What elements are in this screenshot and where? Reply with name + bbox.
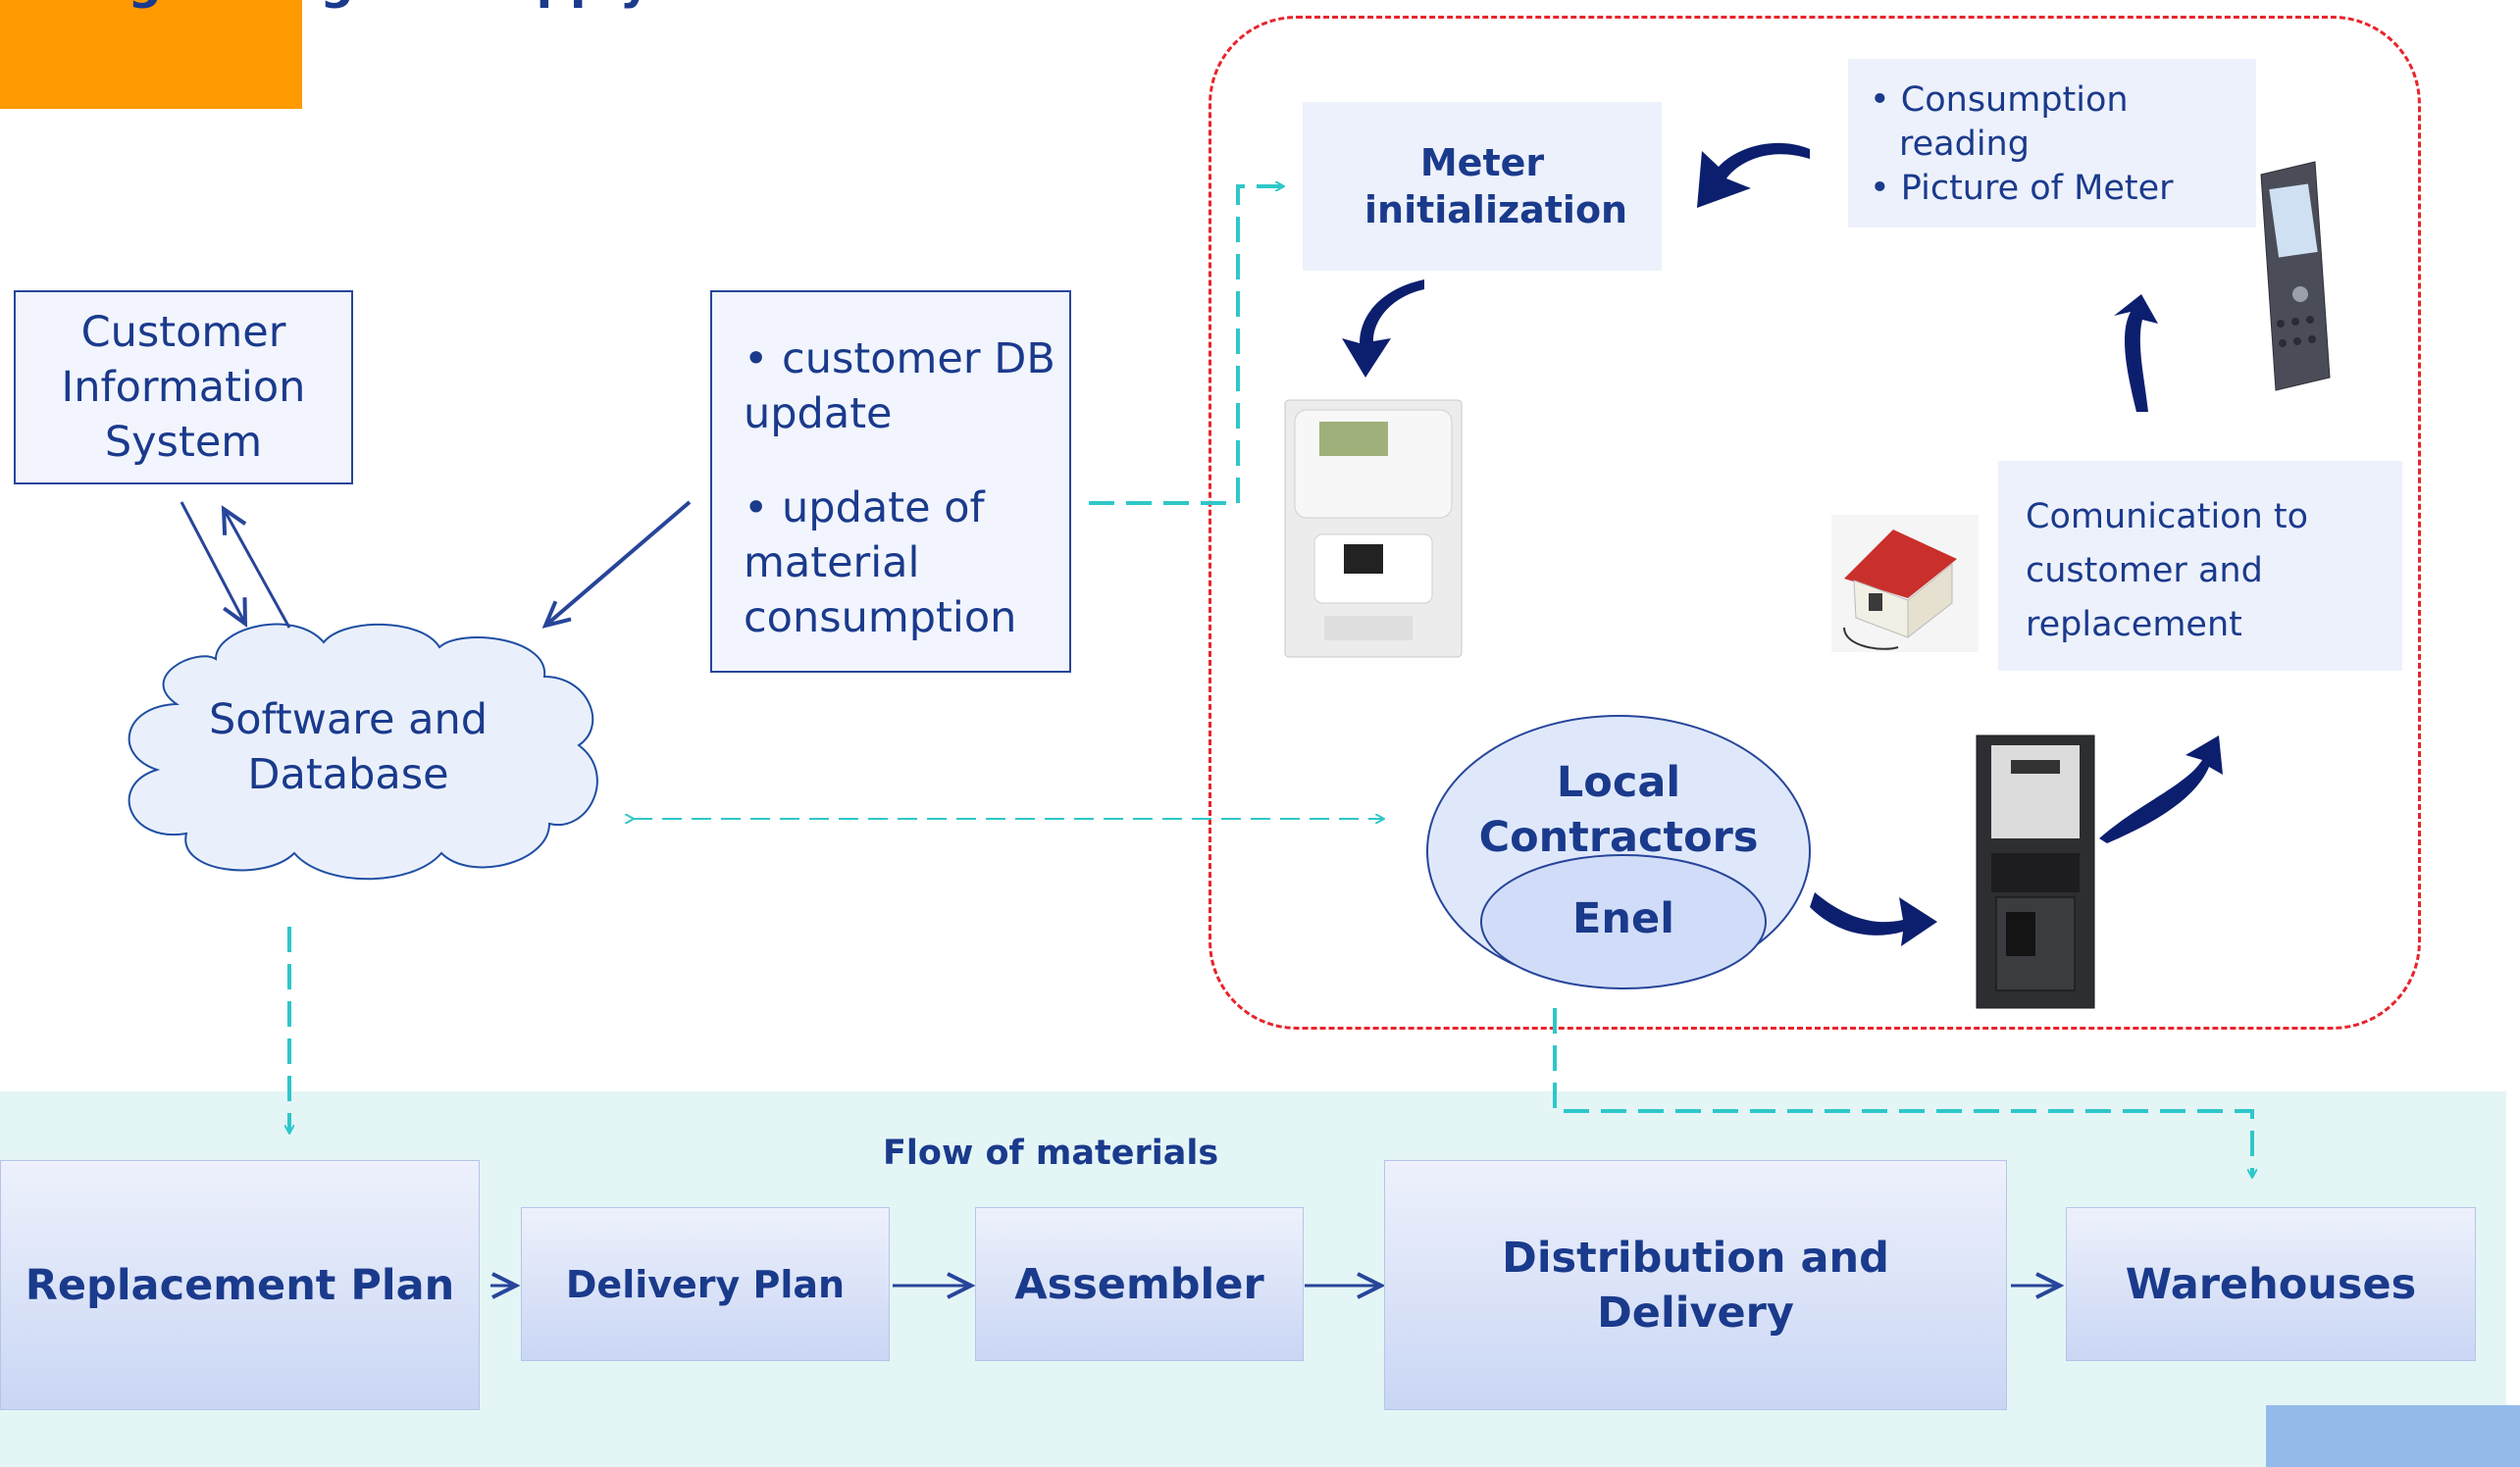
curved-arrow-icon: [2099, 735, 2223, 843]
customer-information-system-box: Customer Information System: [14, 290, 353, 484]
enel-label-wrap: Enel: [1481, 894, 1766, 943]
local-contractors-label: Local Contractors: [1478, 758, 1759, 862]
smart-meter-image: [1284, 399, 1463, 658]
cloud-label: Software and Database: [208, 695, 489, 799]
flow-step-assembler: Assembler: [975, 1207, 1304, 1361]
flow-step-distribution-and-delivery: Distribution and Delivery: [1384, 1160, 2007, 1410]
field-operations-region: [1209, 16, 2421, 1030]
update-item: • update of material consumption: [744, 483, 1017, 642]
flow-of-materials-label: Flow of materials: [883, 1134, 1219, 1173]
curved-arrow-icon: [2114, 294, 2158, 412]
communication-box: Comunication to customer and replacement: [1998, 461, 2402, 671]
electromechanical-meter-image: [1976, 734, 2095, 1009]
communication-label: Comunication to customer and replacement: [2026, 497, 2309, 644]
terminal-bullet: • Consumption reading: [1870, 80, 2129, 164]
handheld-terminal-image: [2260, 161, 2331, 391]
title-accent-block: [0, 0, 302, 109]
enel-ellipse: [1480, 854, 1767, 989]
flow-step-delivery-plan: Delivery Plan: [521, 1207, 890, 1361]
flow-step-replacement-plan: Replacement Plan: [0, 1160, 480, 1410]
terminal-notes-box: • Consumption reading • Picture of Meter: [1848, 59, 2256, 228]
page-title: Organizing the supply chain: [65, 0, 809, 10]
cloud-shape: [128, 623, 598, 881]
house-image: [1831, 515, 1979, 652]
update-item: • customer DB update: [744, 334, 1055, 438]
curved-arrow-icon: [1342, 279, 1424, 378]
flow-step-warehouses: Warehouses: [2066, 1207, 2476, 1361]
cloud-label-wrap: Software and Database: [186, 692, 510, 802]
cis-label: Customer Information System: [61, 308, 306, 467]
terminal-bullet: • Picture of Meter: [1870, 169, 2174, 208]
meter-init-label: Meter initialization: [1364, 141, 1628, 231]
meter-initialization-box: Meter initialization: [1303, 102, 1662, 271]
curved-arrow-icon: [1697, 142, 1810, 208]
local-contractors-label-wrap: Local Contractors: [1432, 755, 1805, 865]
enel-label: Enel: [1572, 894, 1674, 943]
corner-decoration: [2266, 1405, 2520, 1467]
curved-arrow-icon: [1810, 892, 1937, 946]
database-updates-box: • customer DB update • update of materia…: [710, 290, 1071, 673]
